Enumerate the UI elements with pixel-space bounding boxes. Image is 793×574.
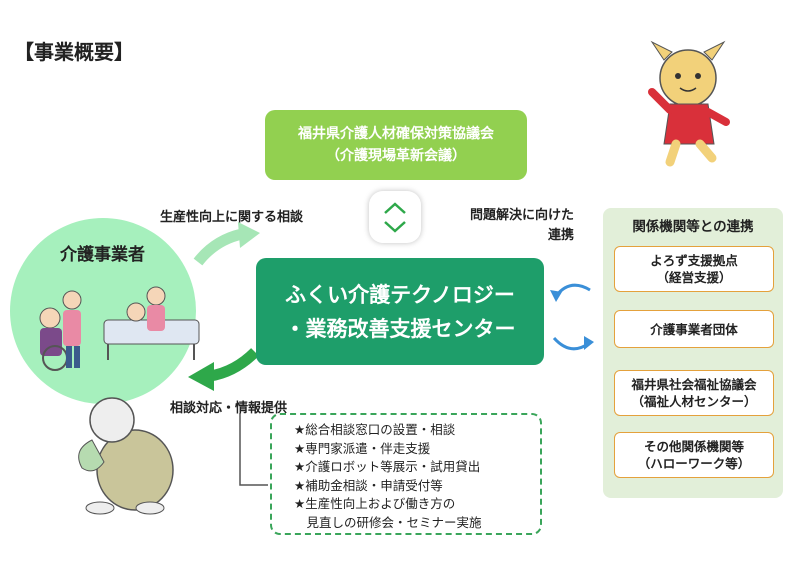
partner-name: 福井県社会福祉協議会	[631, 377, 757, 392]
council-subname: （介護現場革新会議）	[326, 148, 466, 164]
problem-solving-label-line2: 連携	[548, 228, 575, 243]
provide-info-label: 相談対応・情報提供	[170, 401, 288, 416]
partner-name: その他関係機関等	[643, 439, 744, 454]
service-item: ★補助金相談・申請受付等	[294, 477, 443, 493]
mascot-illustration	[648, 40, 730, 167]
caregiver-illustration	[39, 286, 200, 371]
partner-social-welfare-council: 福井県社会福祉協議会 （福祉人材センター）	[614, 370, 774, 416]
updown-connector	[369, 191, 421, 243]
support-center-name-2: ・業務改善支援センター	[284, 316, 516, 341]
page-title: 【事業概要】	[14, 40, 134, 64]
provide-arrow	[188, 348, 259, 391]
consult-label: 生産性向上に関する相談	[160, 210, 304, 225]
services-connector	[239, 413, 268, 486]
council-name: 福井県介護人材確保対策協議会	[298, 126, 494, 142]
partner-operator-association: 介護事業者団体	[614, 310, 774, 348]
support-center-box: ふくい介護テクノロジー ・業務改善支援センター	[256, 258, 544, 365]
problem-solving-label: 問題解決に向けた 連携	[470, 206, 574, 246]
partner-subname: （ハローワーク等）	[637, 456, 751, 471]
partners-title: 関係機関等との連携	[632, 219, 754, 235]
turtle-mascot-illustration	[78, 397, 174, 515]
updown-chevron-icon	[384, 202, 406, 233]
services-list: ★総合相談窓口の設置・相談 ★専門家派遣・伴走支援 ★介護ロボット等展示・試用貸…	[270, 413, 542, 535]
partner-name: 介護事業者団体	[650, 321, 738, 337]
service-item: ★介護ロボット等展示・試用貸出	[294, 459, 481, 474]
service-item: ★生産性向上および働き方の	[294, 496, 456, 511]
service-item: ★専門家派遣・伴走支援	[294, 440, 431, 456]
partner-link-arrows	[550, 283, 594, 351]
partner-name: よろず支援拠点	[650, 253, 738, 268]
partner-yorozu: よろず支援拠点 （経営支援）	[614, 246, 774, 292]
problem-solving-label-line1: 問題解決に向けた	[470, 208, 575, 223]
council-box: 福井県介護人材確保対策協議会 （介護現場革新会議）	[265, 110, 527, 180]
service-item: ★総合相談窓口の設置・相談	[294, 422, 456, 437]
service-item: 見直しの研修会・セミナー実施	[294, 514, 482, 530]
partner-other-orgs: その他関係機関等 （ハローワーク等）	[614, 432, 774, 478]
partner-subname: （福祉人材センター）	[631, 394, 757, 409]
care-operators-label: 介護事業者	[60, 245, 145, 265]
partner-subname: （経営支援）	[656, 270, 732, 285]
support-center-name-1: ふくい介護テクノロジー	[285, 282, 515, 307]
consult-arrow	[193, 222, 260, 266]
